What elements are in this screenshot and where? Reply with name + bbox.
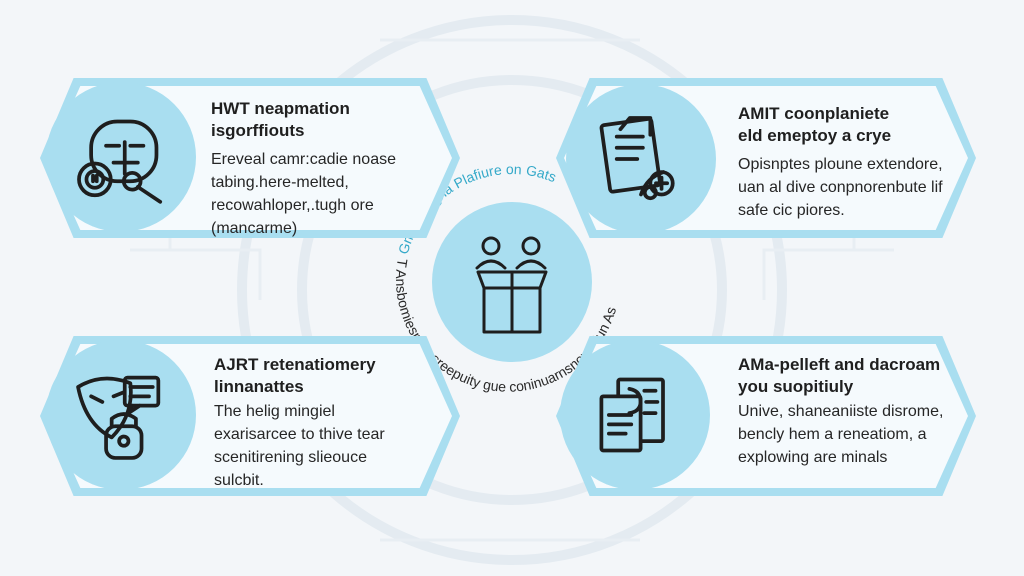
icon-circle-bottom-right bbox=[560, 340, 710, 490]
card-title-top-right: AMIT coonplaniete eld emeptoy a crye bbox=[738, 104, 892, 145]
card-body-bottom-right: Unive, shaneaniiste disrome, bencly hem … bbox=[738, 403, 944, 466]
document-pages-icon bbox=[599, 377, 665, 453]
document-tools-icon bbox=[599, 116, 675, 201]
card-title-bottom-left: AJRT retenatiomery linnanattes bbox=[214, 355, 376, 396]
mask-speech-icon bbox=[76, 375, 161, 460]
card-title-bottom-right: AMa-pelleft and dacroam you suopitiuly bbox=[738, 355, 941, 396]
face-search-icon bbox=[77, 119, 163, 204]
icon-circle-top-right bbox=[566, 84, 716, 234]
center-people-box-icon bbox=[475, 236, 548, 334]
card-body-top-right: Opisnptes ploune extendore, uan al dive … bbox=[738, 156, 943, 219]
card-title-top-left: HWT neapmation isgorffiouts bbox=[211, 99, 350, 140]
card-body-top-left: Ereveal camr:cadie noase tabing.here-mel… bbox=[211, 151, 396, 237]
icon-circle-top-left bbox=[46, 82, 196, 232]
icon-circle-bottom-left bbox=[46, 340, 196, 490]
card-body-bottom-left: The helig mingiel exarisarcee to thive t… bbox=[214, 403, 385, 489]
